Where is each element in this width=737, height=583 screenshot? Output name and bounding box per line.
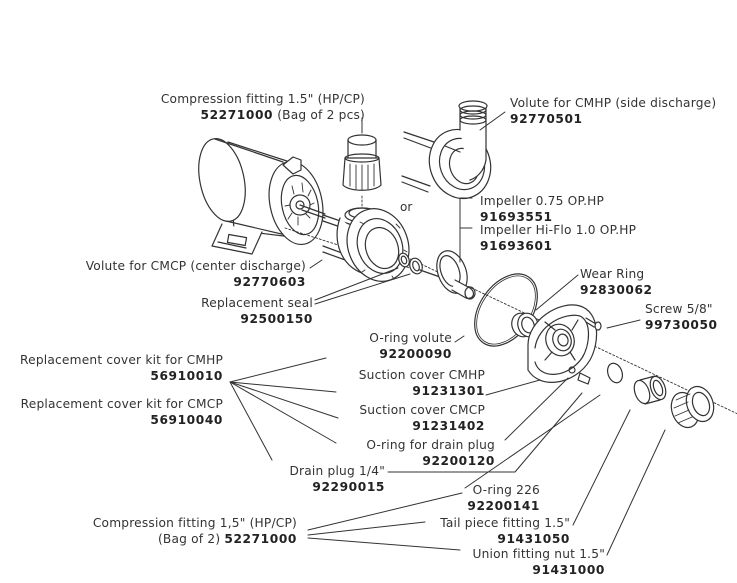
label-volute-cmcp: Volute for CMCP (center discharge) 92770… — [50, 258, 306, 290]
part-number: 92200090 — [379, 347, 452, 361]
screw-drawing — [585, 317, 602, 331]
part-name: Compression fitting 1,5" (HP/CP) — [92, 516, 297, 530]
compression-fitting-top-drawing — [342, 134, 382, 191]
drain-plug-drawing — [568, 366, 591, 385]
part-name: Drain plug 1/4" — [289, 464, 385, 478]
part-number: 92200120 — [422, 454, 495, 468]
leader-lines — [229, 111, 666, 556]
label-compression-fitting-bottom: Compression fitting 1,5" (HP/CP) (Bag of… — [60, 515, 297, 547]
part-name: O-ring for drain plug — [366, 438, 495, 452]
part-number: 92290015 — [312, 480, 385, 494]
label-drain-plug: Drain plug 1/4" 92290015 — [270, 463, 385, 495]
label-oring-226: O-ring 226 92200141 — [440, 482, 540, 514]
part-number: 92830062 — [580, 283, 653, 297]
motor-drawing — [198, 138, 326, 255]
part-name: Tail piece fitting 1.5" — [440, 516, 570, 530]
part-number: 56910010 — [150, 369, 223, 383]
label-cover-kit-cmhp: Replacement cover kit for CMHP 56910010 — [0, 352, 223, 384]
part-name: Replacement cover kit for CMCP — [20, 397, 223, 411]
label-impeller-hiflo: Impeller Hi-Flo 1.0 OP.HP 91693601 — [480, 222, 636, 254]
part-number: 92770603 — [233, 275, 306, 289]
label-cover-kit-cmcp: Replacement cover kit for CMCP 56910040 — [0, 396, 223, 428]
part-number: 91693601 — [480, 239, 553, 253]
part-name: Screw 5/8" — [645, 302, 713, 316]
part-name: Replacement cover kit for CMHP — [20, 353, 223, 367]
seal-drawing — [398, 252, 441, 278]
label-suction-cover-cmcp: Suction cover CMCP 91231402 — [330, 402, 485, 434]
label-suction-cover-cmhp: Suction cover CMHP 91231301 — [330, 367, 485, 399]
oring-226-drawing — [606, 362, 624, 384]
part-name: Impeller 0.75 OP.HP — [480, 194, 605, 208]
part-name: Suction cover CMHP — [358, 368, 485, 382]
part-name: Union fitting nut 1.5" — [472, 547, 605, 561]
part-number: 56910040 — [150, 413, 223, 427]
part-name: Volute for CMCP (center discharge) — [85, 259, 306, 273]
tail-piece-drawing — [633, 375, 667, 405]
union-nut-drawing — [670, 385, 715, 429]
label-oring-drain-plug: O-ring for drain plug 92200120 — [330, 437, 495, 469]
part-number: 91431000 — [532, 563, 605, 577]
part-name: Replacement seal — [201, 296, 313, 310]
label-impeller-075: Impeller 0.75 OP.HP 91693551 — [480, 193, 604, 225]
part-name: O-ring volute — [369, 331, 452, 345]
label-volute-cmhp: Volute for CMHP (side discharge) 9277050… — [510, 95, 716, 127]
label-wear-ring: Wear Ring 92830062 — [580, 266, 653, 298]
part-number: 91431050 — [497, 532, 570, 546]
part-number: 99730050 — [645, 318, 718, 332]
impeller-drawing — [436, 250, 476, 300]
part-number: 52271000 — [200, 108, 274, 122]
part-name: Suction cover CMCP — [359, 403, 485, 417]
or-label: or — [400, 200, 412, 214]
part-number: 92770501 — [510, 112, 583, 126]
volute-cmhp-drawing — [401, 100, 492, 200]
part-number: 92200141 — [467, 499, 540, 513]
part-name: O-ring 226 — [472, 483, 540, 497]
part-number: 91231402 — [412, 419, 485, 433]
part-number: 91231301 — [412, 384, 485, 398]
label-replacement-seal: Replacement seal 92500150 — [150, 295, 313, 327]
label-compression-fitting-top: Compression fitting 1.5" (HP/CP) 5227100… — [150, 91, 365, 123]
part-name: Compression fitting 1.5" (HP/CP) — [160, 92, 365, 106]
label-oring-volute: O-ring volute 92200090 — [330, 330, 452, 362]
part-note: (Bag of 2 pcs) — [277, 108, 365, 122]
part-name: Volute for CMHP (side discharge) — [510, 96, 717, 110]
part-name: Wear Ring — [580, 267, 645, 281]
part-note: (Bag of 2) — [157, 532, 221, 546]
label-tail-piece: Tail piece fitting 1.5" 91431050 — [420, 515, 570, 547]
volute-cmcp-drawing — [322, 207, 410, 282]
label-screw: Screw 5/8" 99730050 — [645, 301, 718, 333]
part-name: Impeller Hi-Flo 1.0 OP.HP — [480, 223, 637, 237]
part-number: 91693551 — [480, 210, 553, 224]
suction-cover-drawing — [527, 304, 598, 383]
part-number: 52271000 — [224, 532, 297, 546]
label-union-nut: Union fitting nut 1.5" 91431000 — [455, 546, 605, 578]
part-number: 92500150 — [240, 312, 313, 326]
